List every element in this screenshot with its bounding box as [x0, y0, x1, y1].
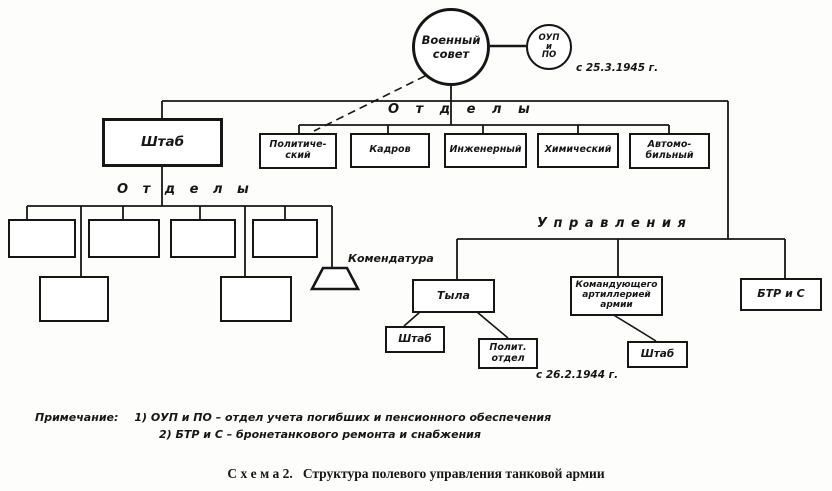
shtab-label: Штаб	[140, 133, 185, 150]
link-rear-polit	[476, 311, 509, 339]
oup-po-date: с 25.3.1945 г.	[576, 62, 659, 74]
komendatura-shape	[309, 266, 361, 291]
rear-shtab-label: Штаб	[398, 333, 432, 346]
node-rear-shtab: Штаб	[385, 326, 445, 353]
note-1: 1) ОУП и ПО – отдел учета погибших и пен…	[134, 411, 552, 424]
dept-engineer-label: Инженерный	[449, 144, 522, 156]
rear-label: Тыла	[437, 288, 470, 302]
link-rear-shtab	[403, 311, 421, 327]
node-dept-kadrov: Кадров	[350, 133, 430, 168]
notes-line-2: 2) БТР и С – бронетанкового ремонта и сн…	[159, 428, 481, 441]
diagram-caption: С х е м а 2. Структура полевого управлени…	[0, 466, 832, 482]
dept-chemical-label: Химический	[544, 144, 612, 156]
btr-label: БТР и С	[757, 287, 805, 301]
empty-box-2	[88, 219, 160, 258]
section-upravleniya: У п р а в л е н и я	[537, 216, 687, 231]
dept-kadrov-label: Кадров	[369, 144, 411, 156]
dept-political-label: Политиче- ский	[269, 139, 327, 161]
empty-box-5	[39, 276, 109, 322]
dept-auto-label: Автомо- бильный	[645, 139, 694, 161]
node-dept-auto: Автомо- бильный	[629, 133, 710, 169]
rear-date: с 26.2.1944 г.	[536, 369, 619, 381]
notes-label: Примечание:	[35, 411, 119, 424]
empty-box-3	[170, 219, 236, 258]
node-rear-directorate: Тыла	[412, 279, 495, 313]
section-otdely-lower: О т д е л ы	[117, 182, 254, 197]
section-otdely-upper: О т д е л ы	[388, 102, 536, 117]
rear-polit-label: Полит. отдел	[489, 341, 527, 364]
artillery-label: Командующего артиллерией армии	[575, 280, 658, 310]
node-shtab: Штаб	[102, 118, 223, 167]
caption-schema: С х е м а 2.	[227, 466, 293, 481]
node-military-council: Военный совет	[412, 8, 490, 86]
military-council-label: Военный совет	[421, 32, 481, 61]
node-rear-polit-otdel: Полит. отдел	[478, 338, 538, 369]
empty-box-1	[8, 219, 76, 258]
empty-box-6	[220, 276, 292, 322]
node-btr-directorate: БТР и С	[740, 278, 822, 311]
note-2: 2) БТР и С – бронетанкового ремонта и сн…	[159, 428, 481, 441]
artillery-shtab-label: Штаб	[640, 348, 675, 361]
node-artillery-shtab: Штаб	[627, 341, 688, 368]
node-dept-political: Политиче- ский	[259, 133, 337, 169]
link-artillery-shtab	[611, 313, 657, 342]
komendatura-label: Комендатура	[348, 252, 434, 265]
caption-text: Структура полевого управления танковой а…	[302, 466, 605, 481]
notes-line-1: Примечание: 1) ОУП и ПО – отдел учета пог…	[35, 411, 551, 424]
node-oup-po: ОУП и ПО	[526, 24, 572, 70]
line-dashed-council-political	[313, 75, 426, 132]
node-dept-chemical: Химический	[537, 133, 619, 168]
node-dept-engineer: Инженерный	[444, 133, 527, 168]
oup-po-label: ОУП и ПО	[538, 32, 560, 61]
node-artillery-directorate: Командующего артиллерией армии	[570, 276, 663, 316]
empty-box-4	[252, 219, 318, 258]
